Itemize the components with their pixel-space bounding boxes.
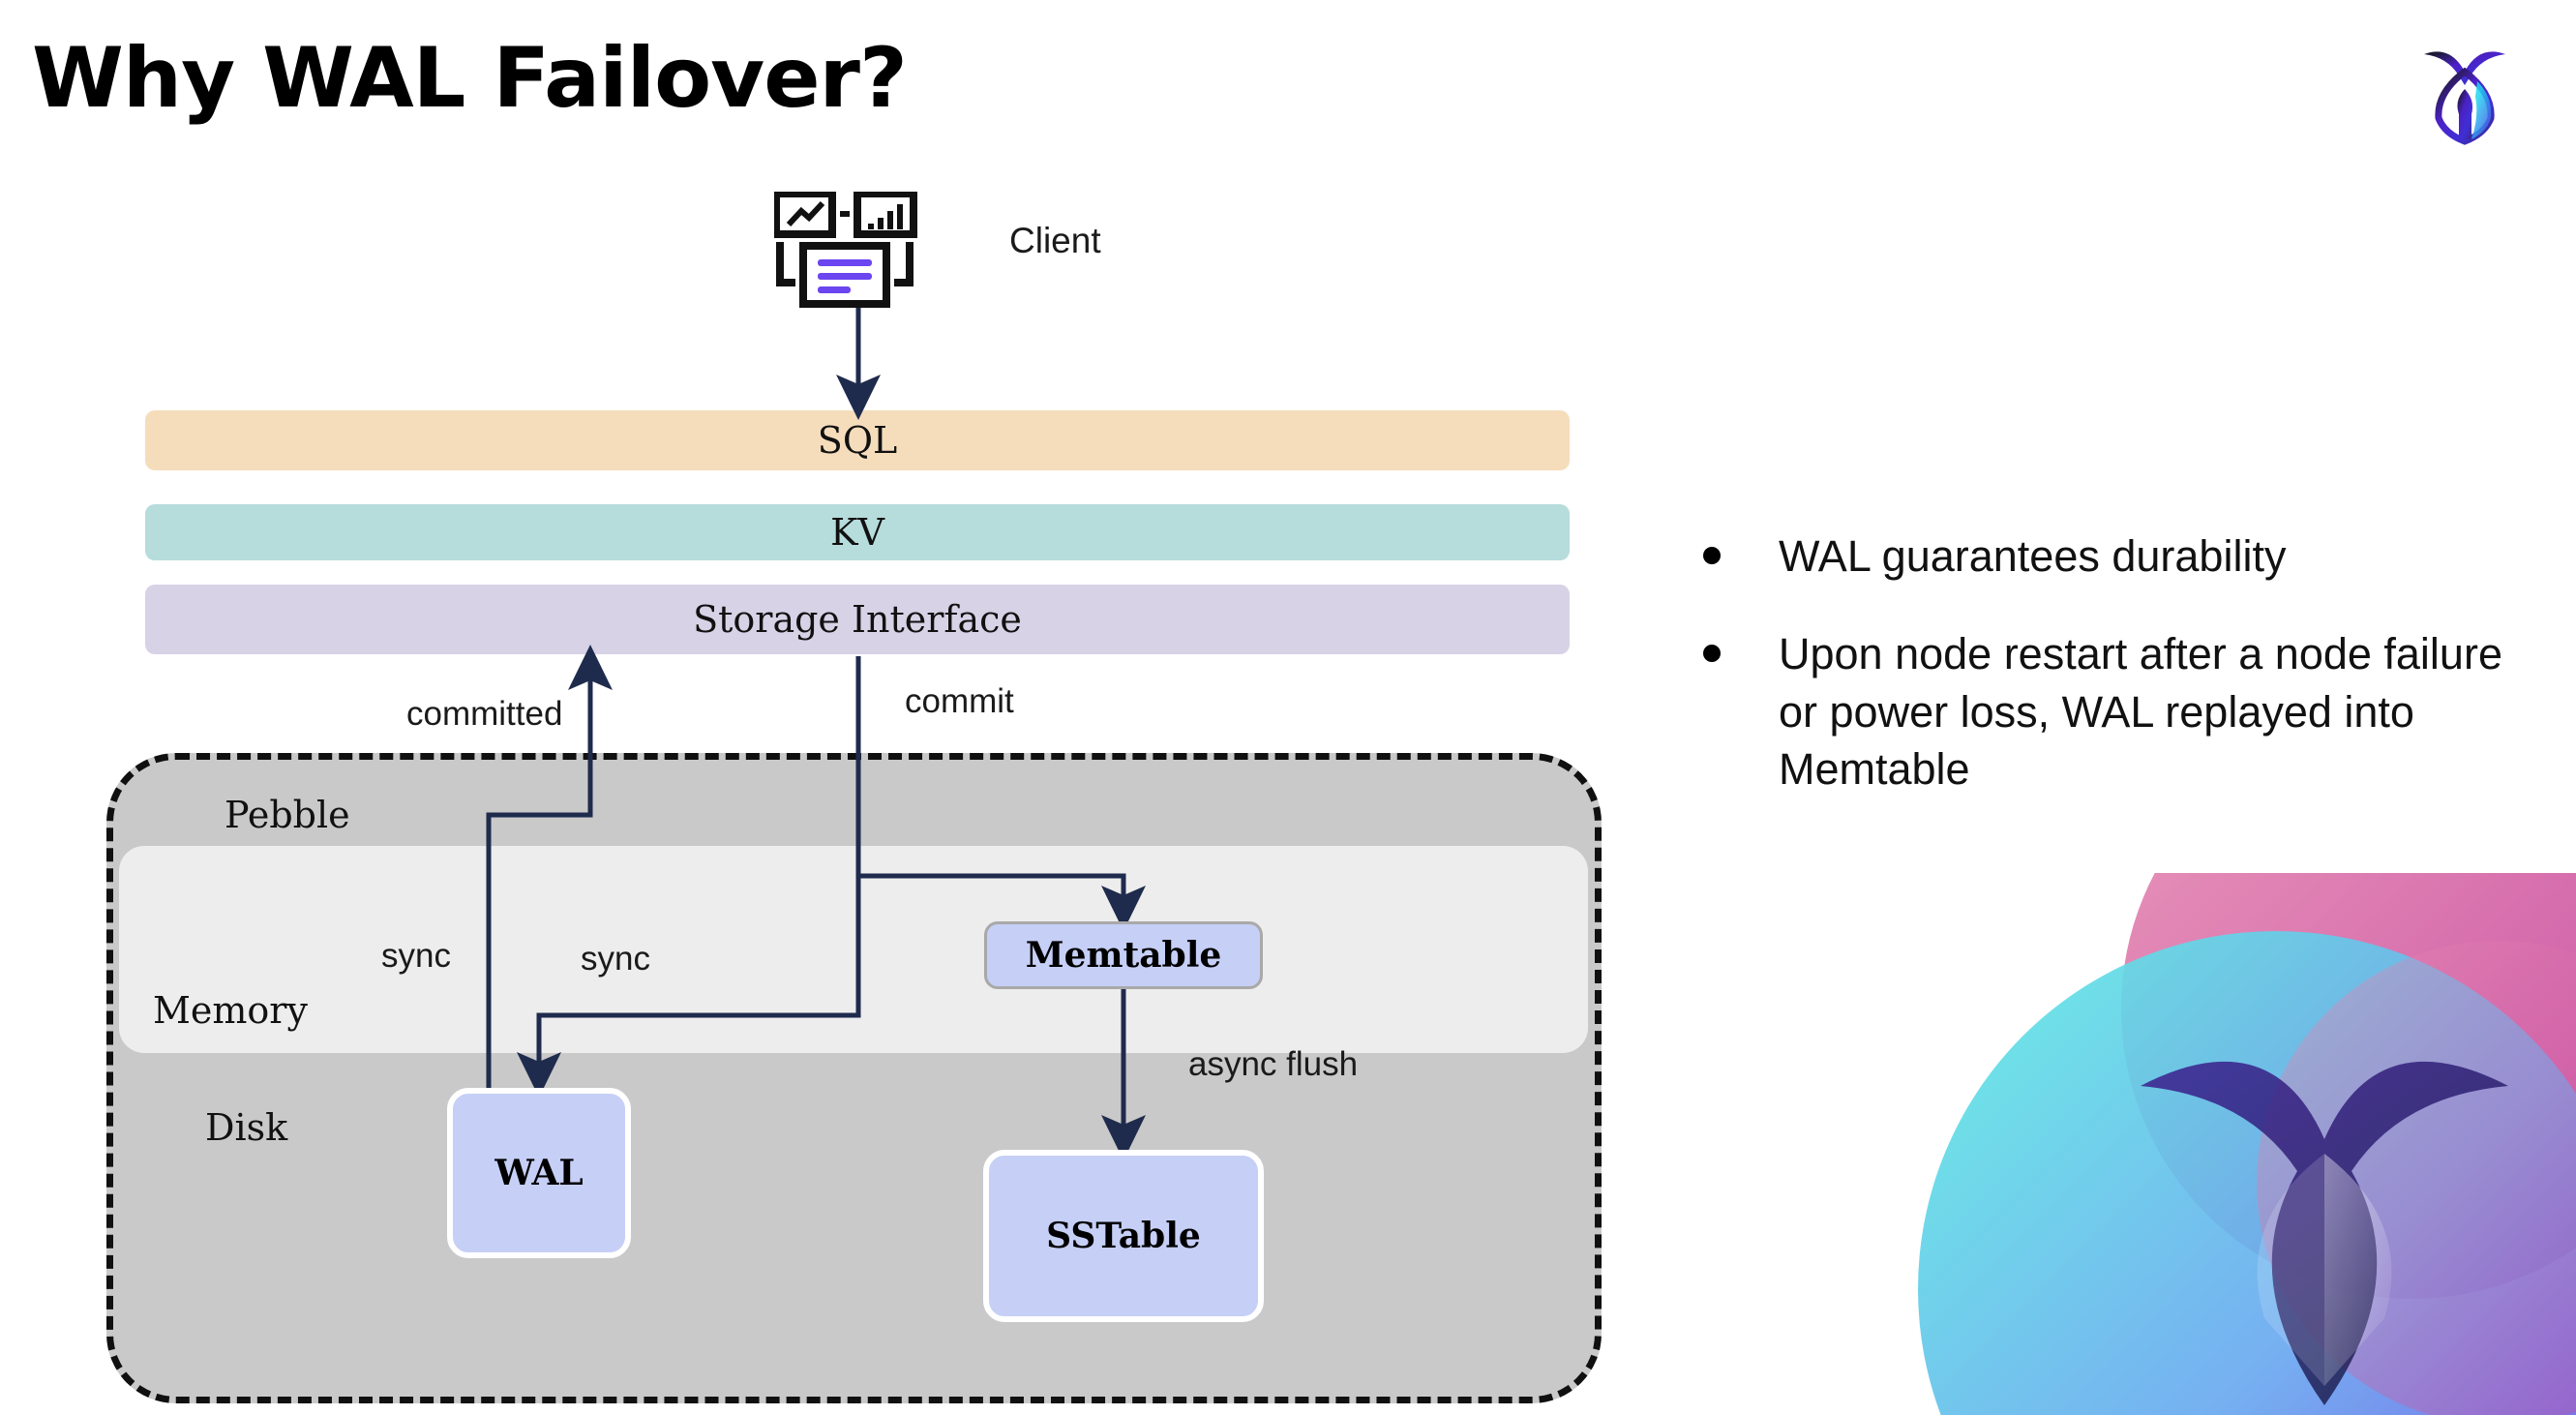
bullet-dot-icon xyxy=(1703,645,1721,663)
memory-region xyxy=(119,846,1588,1053)
node-memtable: Memtable xyxy=(984,921,1263,989)
client-label: Client xyxy=(1009,221,1101,260)
bullet-list: WAL guarantees durability Upon node rest… xyxy=(1703,527,2516,839)
page-title: Why WAL Failover? xyxy=(32,30,908,127)
memory-label: Memory xyxy=(153,989,308,1032)
bullet-text: Upon node restart after a node failure o… xyxy=(1779,629,2502,795)
bullet-text: WAL guarantees durability xyxy=(1779,531,2287,581)
node-sstable-label: SSTable xyxy=(1046,1216,1201,1256)
disk-label: Disk xyxy=(205,1106,288,1149)
node-wal: WAL xyxy=(447,1088,631,1258)
edge-label-commit: commit xyxy=(905,682,1014,720)
layer-bar-sql: SQL xyxy=(145,410,1570,470)
layer-bar-storage-interface-label: Storage Interface xyxy=(693,598,1022,641)
list-item: WAL guarantees durability xyxy=(1703,527,2516,585)
layer-bar-kv: KV xyxy=(145,504,1570,560)
client-dashboard-icon xyxy=(772,190,929,308)
bullet-dot-icon xyxy=(1703,547,1721,564)
layer-bar-sql-label: SQL xyxy=(817,419,898,462)
pebble-label: Pebble xyxy=(225,794,350,836)
edge-label-sync-right: sync xyxy=(581,940,650,978)
layer-bar-kv-label: KV xyxy=(830,511,884,554)
node-memtable-label: Memtable xyxy=(1025,935,1222,976)
cockroachdb-logo-icon xyxy=(2408,33,2522,147)
edge-label-committed: committed xyxy=(406,695,563,733)
node-sstable: SSTable xyxy=(983,1150,1264,1322)
edge-label-sync-left: sync xyxy=(381,937,451,975)
decorative-logo-artwork xyxy=(1821,873,2576,1415)
node-wal-label: WAL xyxy=(494,1153,584,1193)
list-item: Upon node restart after a node failure o… xyxy=(1703,625,2516,798)
edge-label-async-flush: async flush xyxy=(1188,1045,1359,1083)
layer-bar-storage-interface: Storage Interface xyxy=(145,585,1570,654)
